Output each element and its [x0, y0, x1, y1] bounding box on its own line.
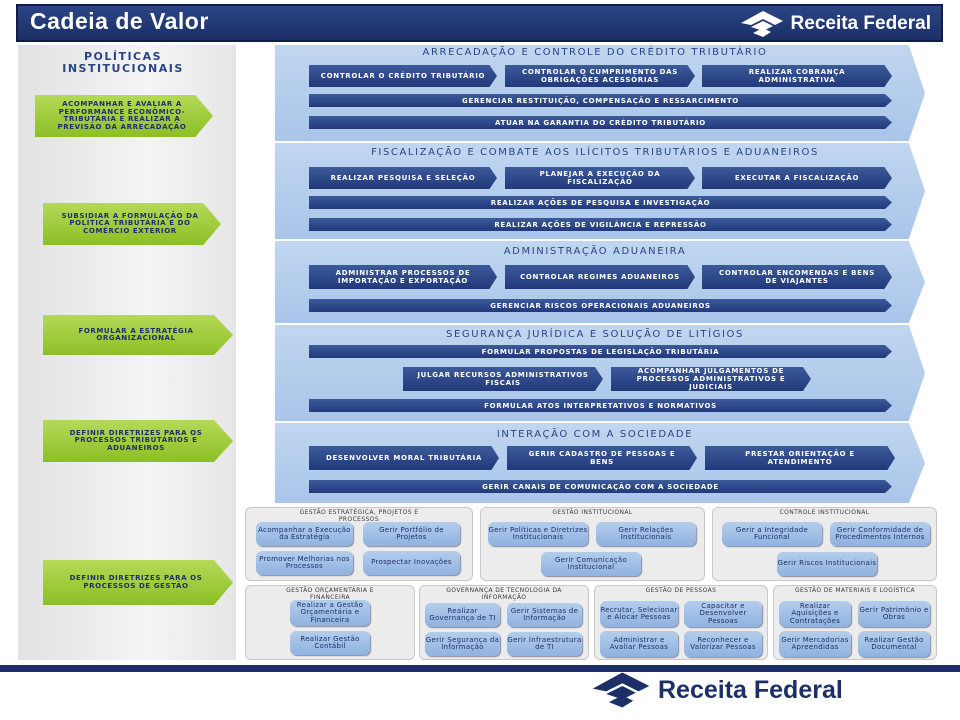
support-integridade-funcional[interactable]: Gerir a Integridade Funcional — [722, 522, 822, 546]
support-governanca-ti[interactable]: Realizar Governança de TI — [425, 603, 500, 627]
support-gestao-documental[interactable]: Realizar Gestão Documental — [858, 631, 930, 657]
process-riscos-aduaneiros[interactable]: GERENCIAR RISCOS OPERACIONAIS ADUANEIROS — [309, 299, 892, 312]
support-capacitar-pessoas[interactable]: Capacitar e Desenvolver Pessoas — [684, 601, 762, 627]
process-pesquisa-selecao[interactable]: REALIZAR PESQUISA E SELEÇÃO — [309, 167, 497, 189]
support-administrar-pessoas[interactable]: Administrar e Avaliar Pessoas — [600, 631, 678, 657]
process-cadastro-pessoas[interactable]: GERIR CADASTRO DE PESSOAS E BENS — [507, 446, 697, 470]
process-controlar-obrigacoes[interactable]: CONTROLAR O CUMPRIMENTO DAS OBRIGAÇÕES A… — [505, 65, 695, 87]
support-relacoes-institucionais[interactable]: Gerir Relações Institucionais — [596, 522, 696, 546]
process-acompanhar-julgamentos[interactable]: ACOMPANHAR JULGAMENTOS DE PROCESSOS ADMI… — [611, 367, 811, 391]
page-title: Cadeia de Valor — [30, 8, 209, 34]
support-conformidade-procedimentos[interactable]: Gerir Conformidade de Procedimentos Inte… — [830, 522, 930, 546]
footer-brand-logo: Receita Federal — [590, 668, 843, 712]
process-canais-comunicacao[interactable]: GERIR CANAIS DE COMUNICAÇÃO COM A SOCIED… — [309, 480, 892, 493]
process-encomendas-bens[interactable]: CONTROLAR ENCOMENDAS E BENS DE VIAJANTES — [702, 265, 892, 289]
section-seguranca-juridica-title: SEGURANÇA JURÍDICA E SOLUÇÃO DE LITÍGIOS — [446, 329, 744, 340]
process-gerenciar-restituicao[interactable]: GERENCIAR RESTITUIÇÃO, COMPENSAÇÃO E RES… — [309, 94, 892, 107]
header-bar: Cadeia de Valor Receita Federal — [16, 4, 943, 42]
process-regimes-aduaneiros[interactable]: CONTROLAR REGIMES ADUANEIROS — [505, 265, 695, 289]
left-column-title: POLÍTICAS INSTITUCIONAIS — [62, 50, 184, 75]
process-julgar-recursos[interactable]: JULGAR RECURSOS ADMINISTRATIVOS FISCAIS — [403, 367, 603, 391]
process-pesquisa-investigacao[interactable]: REALIZAR AÇÕES DE PESQUISA E INVESTIGAÇÃ… — [309, 196, 892, 209]
policy-item-1[interactable]: ACOMPANHAR E AVALIAR A PERFORMANCE ECONÔ… — [35, 95, 213, 137]
support-recrutar-pessoas[interactable]: Recrutar, Selecionar e Alocar Pessoas — [600, 601, 678, 627]
support-aquisicoes-contratacoes[interactable]: Realizar Aquisições e Contratações — [779, 601, 851, 627]
support-comunicacao-institucional[interactable]: Gerir Comunicação Institucional — [541, 552, 641, 576]
support-gerir-portfolio[interactable]: Gerir Portfólio de Projetos — [363, 522, 460, 546]
section-arrecadacao-title: ARRECADAÇÃO E CONTROLE DO CRÉDITO TRIBUT… — [422, 47, 768, 58]
process-vigilancia-repressao[interactable]: REALIZAR AÇÕES DE VIGILÂNCIA E REPRESSÃO — [309, 218, 892, 231]
policy-item-3[interactable]: FORMULAR A ESTRATÉGIA ORGANIZACIONAL — [43, 315, 233, 355]
footer-area: Receita Federal — [0, 672, 960, 720]
process-atuar-garantia[interactable]: ATUAR NA GARANTIA DO CRÉDITO TRIBUTÁRIO — [309, 116, 892, 129]
support-infraestrutura-ti[interactable]: Gerir Infraestrutura de TI — [507, 632, 582, 656]
process-propostas-legislacao[interactable]: FORMULAR PROPOSTAS DE LEGISLAÇÃO TRIBUTÁ… — [309, 345, 892, 358]
support-politicas-diretrizes[interactable]: Gerir Políticas e Diretrizes Institucion… — [488, 522, 588, 546]
process-importacao-exportacao[interactable]: ADMINISTRAR PROCESSOS DE IMPORTAÇÃO E EX… — [309, 265, 497, 289]
support-gestao-contabil[interactable]: Realizar Gestão Contábil — [290, 631, 370, 655]
footer-bar — [0, 665, 960, 672]
section-fiscalizacao-title: FISCALIZAÇÃO E COMBATE AOS ILÍCITOS TRIB… — [371, 147, 819, 158]
section-aduaneira-title: ADMINISTRAÇÃO ADUANEIRA — [503, 246, 687, 257]
support-sistemas-informacao[interactable]: Gerir Sistemas de Informação — [507, 603, 582, 627]
process-realizar-cobranca[interactable]: REALIZAR COBRANÇA ADMINISTRATIVA — [702, 65, 892, 87]
support-reconhecer-pessoas[interactable]: Reconhecer e Valorizar Pessoas — [684, 631, 762, 657]
receita-federal-emblem-icon — [740, 11, 783, 37]
process-atos-interpretativos[interactable]: FORMULAR ATOS INTERPRETATIVOS E NORMATIV… — [309, 399, 892, 412]
process-moral-tributaria[interactable]: DESENVOLVER MORAL TRIBUTÁRIA — [309, 446, 499, 470]
section-interacao-sociedade-title: INTERAÇÃO COM A SOCIEDADE — [496, 429, 694, 440]
brand-name: Receita Federal — [790, 13, 931, 34]
support-riscos-institucionais[interactable]: Gerir Riscos Institucionais — [777, 552, 877, 576]
receita-federal-emblem-icon — [592, 672, 650, 708]
process-executar-fiscalizacao[interactable]: EXECUTAR A FISCALIZAÇÃO — [702, 167, 892, 189]
policy-item-2[interactable]: SUBSIDIAR A FORMULAÇÃO DA POLÍTICA TRIBU… — [43, 203, 221, 245]
support-acompanhar-estrategia[interactable]: Acompanhar a Execução da Estratégia — [256, 522, 353, 546]
brand-logo: Receita Federal — [739, 9, 931, 39]
support-mercadorias-apreendidas[interactable]: Gerir Mercadorias Apreendidas — [779, 631, 851, 657]
support-gestao-orcamentaria[interactable]: Realizar a Gestão Orçamentária e Finance… — [290, 600, 370, 626]
footer-brand-name: Receita Federal — [658, 675, 843, 704]
support-promover-melhorias[interactable]: Promover Melhorias nos Processos — [256, 551, 353, 575]
support-patrimonio-obras[interactable]: Gerir Patrimônio e Obras — [858, 601, 930, 627]
policy-item-5[interactable]: DEFINIR DIRETRIZES PARA OS PROCESSOS DE … — [43, 560, 233, 605]
support-seguranca-informacao[interactable]: Gerir Segurança da Informação — [425, 632, 500, 656]
process-planejar-fiscalizacao[interactable]: PLANEJAR A EXECUÇÃO DA FISCALIZAÇÃO — [505, 167, 695, 189]
policy-item-4[interactable]: DEFINIR DIRETRIZES PARA OS PROCESSOS TRI… — [43, 420, 233, 462]
process-controlar-credito[interactable]: CONTROLAR O CRÉDITO TRIBUTÁRIO — [309, 65, 497, 87]
process-orientacao-atendimento[interactable]: PRESTAR ORIENTAÇÃO E ATENDIMENTO — [705, 446, 895, 470]
support-prospectar-inovacoes[interactable]: Prospectar Inovações — [363, 551, 460, 575]
